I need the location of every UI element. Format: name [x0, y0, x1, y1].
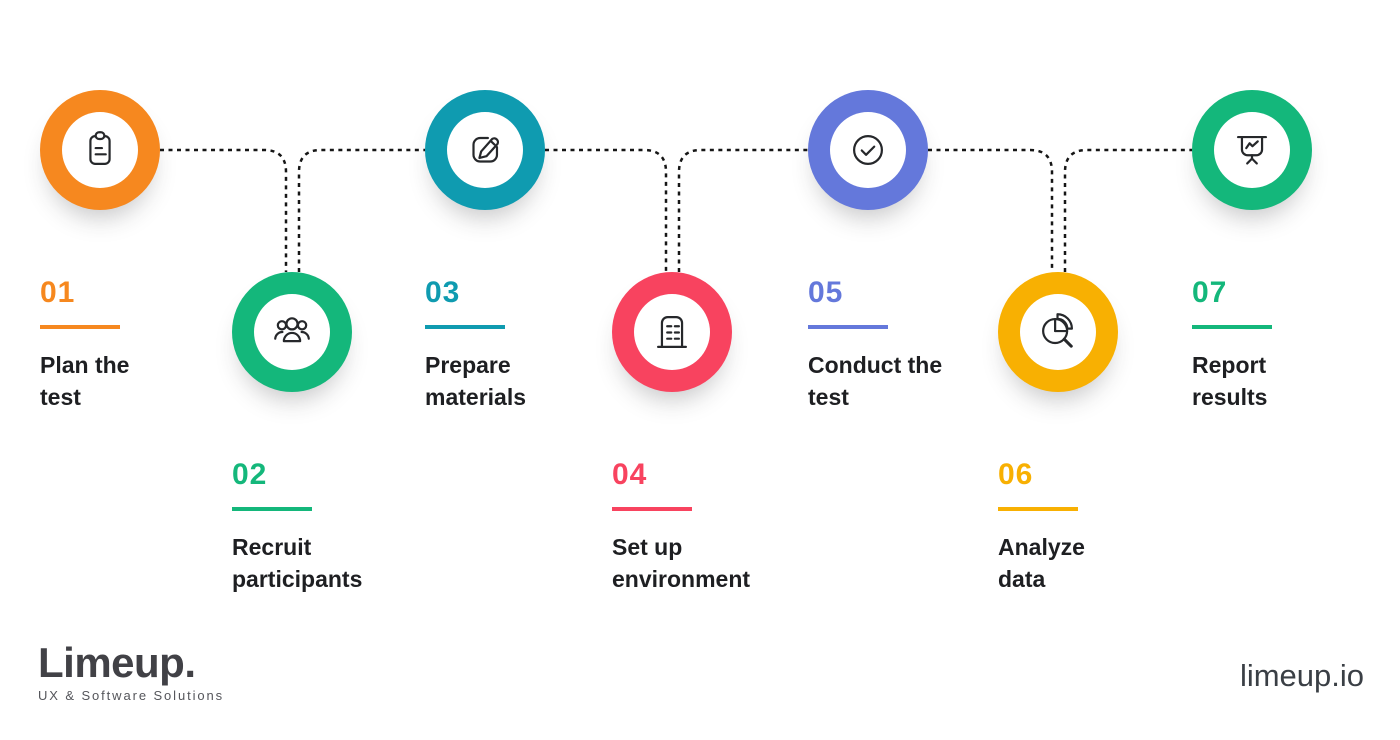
- pie-search-icon: [1020, 294, 1096, 370]
- step-number: 03: [425, 276, 461, 309]
- step-label: Prepare materials: [425, 352, 527, 410]
- step-report-results: 07 Report results: [1192, 90, 1362, 520]
- step-circle: [40, 90, 160, 210]
- clipboard-icon: [62, 112, 138, 188]
- limeup-logo: Limeup. UX & Software Solutions: [38, 639, 225, 704]
- step-label: Conduct the test: [808, 352, 943, 410]
- step-caption: 04 Set up environment: [612, 458, 812, 595]
- step-circle: [425, 90, 545, 210]
- connector-segment: [297, 148, 425, 272]
- connector-segment: [1063, 148, 1192, 272]
- step-prepare-materials: 03 Prepare materials: [425, 90, 595, 520]
- presentation-chart-icon: [1214, 112, 1290, 188]
- connector-segment: [160, 148, 288, 272]
- step-set-up-environment: 04 Set up environment: [612, 272, 782, 702]
- step-underline: [425, 325, 505, 329]
- step-caption: 05 Conduct the test: [808, 276, 1008, 413]
- pencil-edit-icon: [447, 112, 523, 188]
- check-circle-icon: [830, 112, 906, 188]
- step-label: Set up environment: [612, 534, 751, 592]
- logo-tagline: UX & Software Solutions: [38, 688, 225, 703]
- step-label: Plan the test: [40, 352, 130, 410]
- step-circle: [998, 272, 1118, 392]
- connector-segment: [677, 148, 808, 272]
- step-underline: [232, 507, 312, 511]
- step-caption: 02 Recruit participants: [232, 458, 432, 595]
- step-caption: 03 Prepare materials: [425, 276, 625, 413]
- step-circle: [1192, 90, 1312, 210]
- step-circle: [808, 90, 928, 210]
- step-caption: 01 Plan the test: [40, 276, 240, 413]
- step-plan-the-test: 01 Plan the test: [40, 90, 210, 520]
- logo-text: Limeup.: [38, 639, 196, 686]
- step-label: Analyze data: [998, 534, 1085, 592]
- step-caption: 06 Analyze data: [998, 458, 1198, 595]
- step-number: 07: [1192, 276, 1228, 309]
- step-underline: [1192, 325, 1272, 329]
- step-recruit-participants: 02 Recruit participants: [232, 272, 402, 702]
- step-underline: [612, 507, 692, 511]
- step-number: 02: [232, 458, 268, 491]
- step-underline: [40, 325, 120, 329]
- step-conduct-the-test: 05 Conduct the test: [808, 90, 978, 520]
- step-label: Report results: [1192, 352, 1268, 410]
- step-label: Recruit participants: [232, 534, 363, 592]
- step-underline: [808, 325, 888, 329]
- step-number: 06: [998, 458, 1034, 491]
- step-circle: [232, 272, 352, 392]
- step-underline: [998, 507, 1078, 511]
- step-number: 04: [612, 458, 648, 491]
- website-url: limeup.io: [1239, 658, 1364, 693]
- document-list-icon: [634, 294, 710, 370]
- step-circle: [612, 272, 732, 392]
- step-number: 01: [40, 276, 76, 309]
- connector-segment: [928, 148, 1054, 272]
- step-number: 05: [808, 276, 844, 309]
- step-caption: 07 Report results: [1192, 276, 1392, 413]
- users-icon: [254, 294, 330, 370]
- step-analyze-data: 06 Analyze data: [998, 272, 1168, 702]
